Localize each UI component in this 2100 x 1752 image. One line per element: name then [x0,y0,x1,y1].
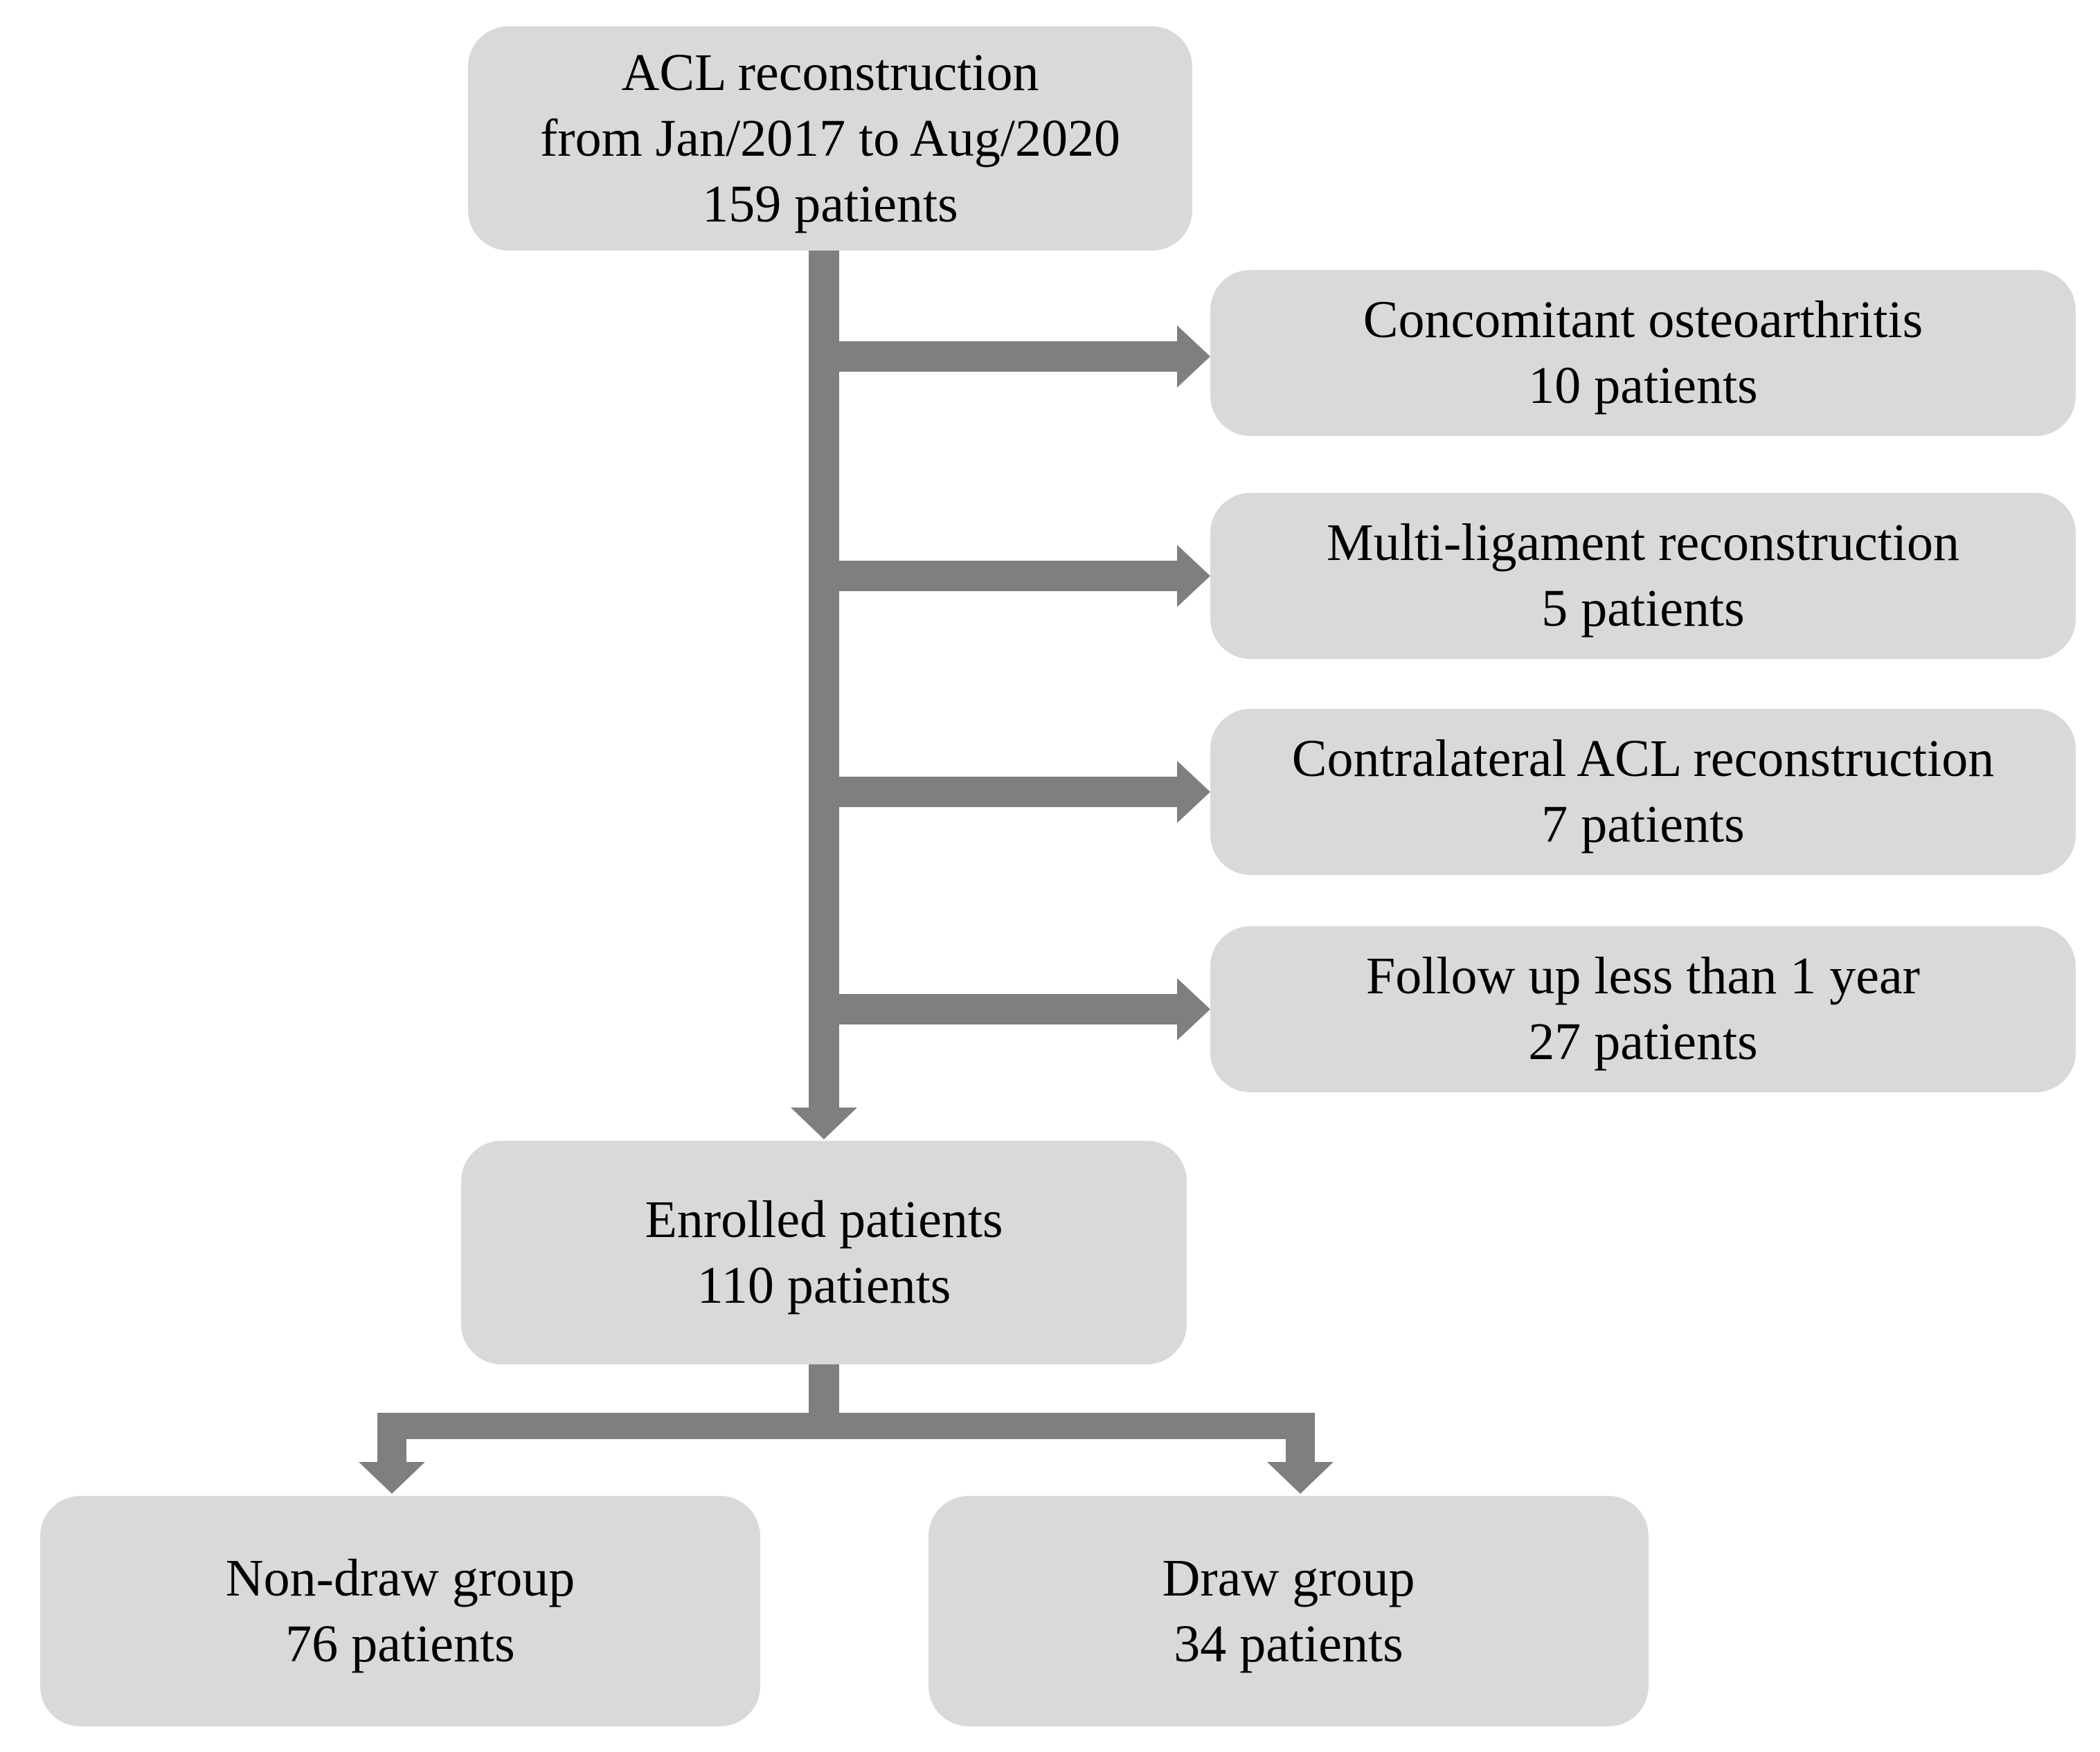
source-period: from Jan/2017 to Aug/2020 [539,109,1121,168]
enrolled-count: 110 patients [697,1256,951,1315]
split-left-arrowhead-icon [359,1462,425,1494]
node-exclusion-multi-ligament: Multi-ligament reconstruction 5 patients [1210,493,2076,659]
exclusion-arrow-2 [839,561,1177,591]
exclusion-count: 27 patients [1528,1013,1758,1071]
exclusion-count: 7 patients [1541,795,1745,854]
exclusion-arrow-4 [839,994,1177,1024]
group-name: Draw group [1162,1548,1415,1607]
group-count: 76 patients [285,1614,515,1673]
exclusion-count: 5 patients [1541,579,1745,638]
exclusion-arrowhead-4-icon [1177,978,1210,1040]
exclusion-reason: Follow up less than 1 year [1365,947,1920,1005]
exclusion-arrow-1 [839,341,1177,372]
enrolled-title: Enrolled patients [645,1190,1003,1249]
node-exclusion-followup: Follow up less than 1 year 27 patients [1210,926,2076,1092]
split-stem-connector [809,1364,839,1413]
exclusion-reason: Concomitant osteoarthritis [1363,291,1923,349]
exclusion-reason: Multi-ligament reconstruction [1327,514,1959,572]
exclusion-reason: Contralateral ACL reconstruction [1291,730,1995,788]
node-exclusion-osteoarthritis: Concomitant osteoarthritis 10 patients [1210,270,2076,436]
exclusion-arrowhead-1-icon [1177,325,1210,388]
node-acl-reconstruction: ACL reconstruction from Jan/2017 to Aug/… [468,26,1192,251]
exclusion-arrowhead-3-icon [1177,761,1210,823]
split-horizontal-connector [377,1413,1315,1439]
exclusion-arrow-3 [839,777,1177,807]
source-title: ACL reconstruction [621,43,1039,102]
source-count: 159 patients [702,174,958,233]
group-count: 34 patients [1174,1614,1403,1673]
group-name: Non-draw group [225,1548,575,1607]
exclusion-arrowhead-2-icon [1177,545,1210,607]
node-exclusion-contralateral: Contralateral ACL reconstruction 7 patie… [1210,709,2076,875]
split-right-drop-connector [1286,1439,1315,1463]
split-left-drop-connector [377,1439,406,1463]
node-draw-group: Draw group 34 patients [928,1496,1649,1726]
node-enrolled-patients: Enrolled patients 110 patients [461,1141,1187,1364]
exclusion-count: 10 patients [1528,356,1758,415]
node-non-draw-group: Non-draw group 76 patients [40,1496,760,1726]
trunk-connector [809,249,839,1108]
trunk-arrowhead-icon [791,1108,857,1139]
split-right-arrowhead-icon [1267,1462,1334,1494]
